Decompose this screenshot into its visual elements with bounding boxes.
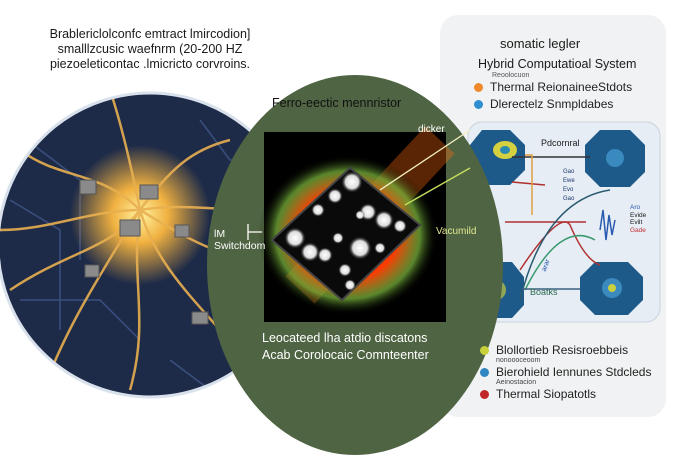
side-label: Gade: [630, 226, 646, 234]
panel-subtitle: Hybrid Computatioal System: [478, 57, 637, 71]
panel-title: somatic legler: [500, 36, 581, 51]
label-vacumild: Vacumild: [436, 226, 477, 237]
diagram-side-labels: Aro Evide Evilt Gade: [630, 204, 646, 234]
memristor-caption-line1: Leocateed lha atdio discatons: [262, 331, 428, 345]
bottom-legend: Blollortieb Resisroebbeis nonoooceoom Bi…: [480, 343, 651, 401]
top-legend: Thermal ReionaineeStdots Dlerectelz Snmp…: [474, 80, 632, 111]
legend-item: Thermal ReionaineeStdots: [474, 80, 632, 94]
diagram-connections: [505, 154, 616, 301]
memristor-caption: Leocateed lha atdio discatons Acab Corol…: [262, 330, 429, 364]
memristor-chip: [270, 166, 422, 302]
legend-label: Thermal ReionaineeStdots: [490, 80, 633, 94]
left-caption-line1: Brablericlolconfc emtract lmircodion]: [49, 27, 251, 41]
legend-label: Thermal Siopatotls: [496, 387, 597, 401]
legend-sublabel: Aeinostacion: [496, 379, 537, 386]
legend-item: Dlerectelz Snmpldabes: [474, 97, 632, 111]
memristor-title: Ferro-eectic mennristor: [272, 96, 402, 110]
cell-node-top-left: [470, 130, 525, 185]
legend-dot-red: [480, 389, 489, 399]
label-switchdom-line2: Switchdom: [214, 240, 266, 252]
mini-list-item: Gao: [563, 169, 575, 175]
label-switchdom-line1: lM: [214, 228, 226, 240]
legend-item: Blollortieb Resisroebbeis: [480, 343, 651, 357]
left-caption-line2: smalllzcusic waefnrm (20-200 HZ: [57, 42, 243, 56]
legend-dot-orange: [474, 82, 483, 92]
legend-sublabel: nonoooceoom: [496, 357, 541, 364]
side-label: Aro: [630, 204, 641, 211]
arrows: [247, 129, 471, 240]
legend-label: Bierohield Iennunes Stdcleds: [496, 365, 652, 379]
memristor-caption-line2: Acab Corolocaic Comnteenter: [262, 348, 429, 362]
left-caption-line3: piezoeleticontac .lmicricto corvroins.: [49, 57, 251, 71]
cell-node-top-right: [585, 130, 645, 187]
mini-list-item: Evo: [563, 187, 574, 193]
panel-small-label: Reoolocuon: [492, 72, 530, 79]
label-dicker: dicker: [418, 124, 445, 135]
mini-list-item: Ewe: [563, 178, 575, 184]
legend-label: Dlerectelz Snmpldabes: [490, 97, 614, 111]
mini-list-item: Gao: [563, 196, 575, 202]
side-label: Evilt: [630, 219, 643, 226]
legend-dot-blue: [474, 99, 483, 109]
diagram-mini-list: Gao Ewe Evo Gao: [563, 168, 575, 204]
legend-dot-blue: [480, 367, 489, 377]
legend-item: Thermal Siopatotls: [480, 387, 651, 401]
legend-dot-yellow: [480, 345, 489, 355]
side-label: Evide: [630, 211, 647, 219]
chip-spots: [284, 171, 407, 291]
legend-item: Bierohield Iennunes Stdcleds: [480, 365, 651, 379]
legend-label: Blollortieb Resisroebbeis: [496, 343, 629, 357]
diagram-label-bottom: Boatks: [530, 287, 558, 297]
label-switchdom: lM Switchdom: [214, 228, 265, 252]
left-caption: Brablericlolconfc emtract lmircodion] sm…: [20, 27, 280, 72]
diagram-label-top: Pdcornral: [541, 138, 580, 148]
cell-node-bottom-right: [580, 262, 643, 315]
